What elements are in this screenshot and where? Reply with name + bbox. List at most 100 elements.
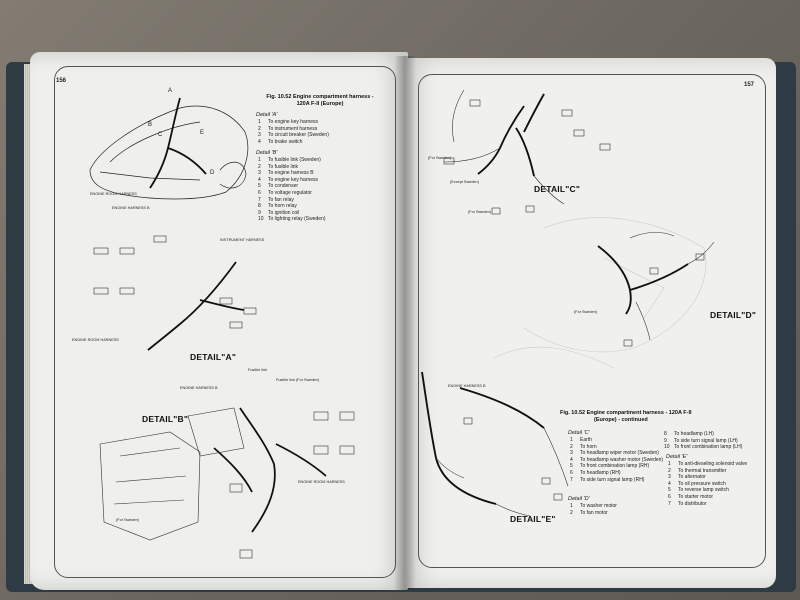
connector [93,247,109,255]
left-caption: Fig. 10.52 Engine compartment harness - … [250,94,390,108]
right-page: 157 Fig. 10.52 Engine compartment harnes… [404,58,776,588]
engine-block-sketch [113,447,187,505]
detail-e-heading: Detail 'E' [666,454,688,460]
connector [553,493,563,501]
harness-detail-c-2 [515,127,535,177]
harness-detail-c [477,105,525,175]
right-caption-line2: (Europe) - continued [594,417,648,423]
diagram-letter-d: D [210,170,215,176]
car-bonnet [109,121,201,163]
connector [93,287,109,295]
detail-d-heading: Detail 'D' [568,496,590,502]
connector [119,247,135,255]
fusible-link-label: Fusible link [248,368,267,372]
connector [525,205,535,213]
connector [229,321,243,329]
harness-detail-d-2 [629,263,689,291]
instrument-harness-label: INSTRUMENT HARNESS [220,238,265,242]
left-page-number: 156 [56,78,67,84]
connector [469,99,481,107]
detail-e-label: DETAIL"E" [510,514,556,524]
detail-b-heading: Detail 'B' [256,150,278,156]
left-page: 156 Fig. 10.52 Engine compartment harnes… [30,52,408,590]
diagram-letter-a: A [168,88,173,94]
harness-thin-wire [629,232,675,239]
connector [443,157,455,165]
harness-thin-wire [687,241,715,265]
harness-main-a [149,97,181,189]
for-sweden-label-1: (For Sweden) [428,156,452,160]
connector [243,307,257,315]
connector [229,483,243,493]
right-page-number: 157 [744,82,755,88]
left-caption-line2: 120A F-II (Europe) [296,101,344,107]
harness-detail-a-2 [199,299,245,311]
connector [573,129,585,137]
engine-room-harness-label-2: ENGINE ROOM HARNESS [72,338,119,342]
engine-harness-b-label: ENGINE HARNESS B [448,384,486,388]
diagram-letter-b: B [148,122,153,128]
connector [339,445,355,455]
engine-room-harness-label: ENGINE ROOM HARNESS [90,192,137,196]
harness-detail-a [147,261,237,351]
detail-a-label: DETAIL"A" [190,352,237,362]
detail-c-label: DETAIL"C" [534,184,581,194]
harness-detail-b [239,407,276,533]
except-sweden-label: (Except Sweden) [450,180,479,184]
book-spine-shadow [394,56,416,590]
harness-detail-e-2 [459,387,545,429]
connector [623,339,633,347]
detail-c-heading: Detail 'C' [568,430,590,436]
connector [239,549,253,559]
left-caption-line1: Fig. 10.52 Engine compartment harness - [266,94,374,100]
connector [541,477,551,485]
diagram-letter-c: C [158,132,163,138]
faint-engine-sketch [493,257,665,369]
fusible-link-sweden-label: Fusible link (For Sweden) [276,378,320,382]
harness-detail-b-3 [213,447,253,493]
harness-main-b [167,147,207,175]
connector [491,207,501,215]
harness-detail-d [597,245,632,315]
for-sweden-label-3: (For Sweden) [574,310,598,314]
harness-thin-wire [495,503,531,517]
detail-b-label: DETAIL"B" [142,414,189,424]
harness-thin-wire [543,427,569,487]
engine-block-sketch [99,431,201,541]
diagram-letter-e: E [200,130,205,136]
for-sweden-label-2: (For Sweden) [468,210,492,214]
harness-thin-wire [635,301,651,341]
connector [339,411,355,421]
engine-harness-b-label-2: ENGINE HARNESS B [180,386,218,390]
connector [695,253,705,261]
engine-room-harness-label-3: ENGINE ROOM HARNESS [298,480,345,484]
page-edges [24,64,34,584]
